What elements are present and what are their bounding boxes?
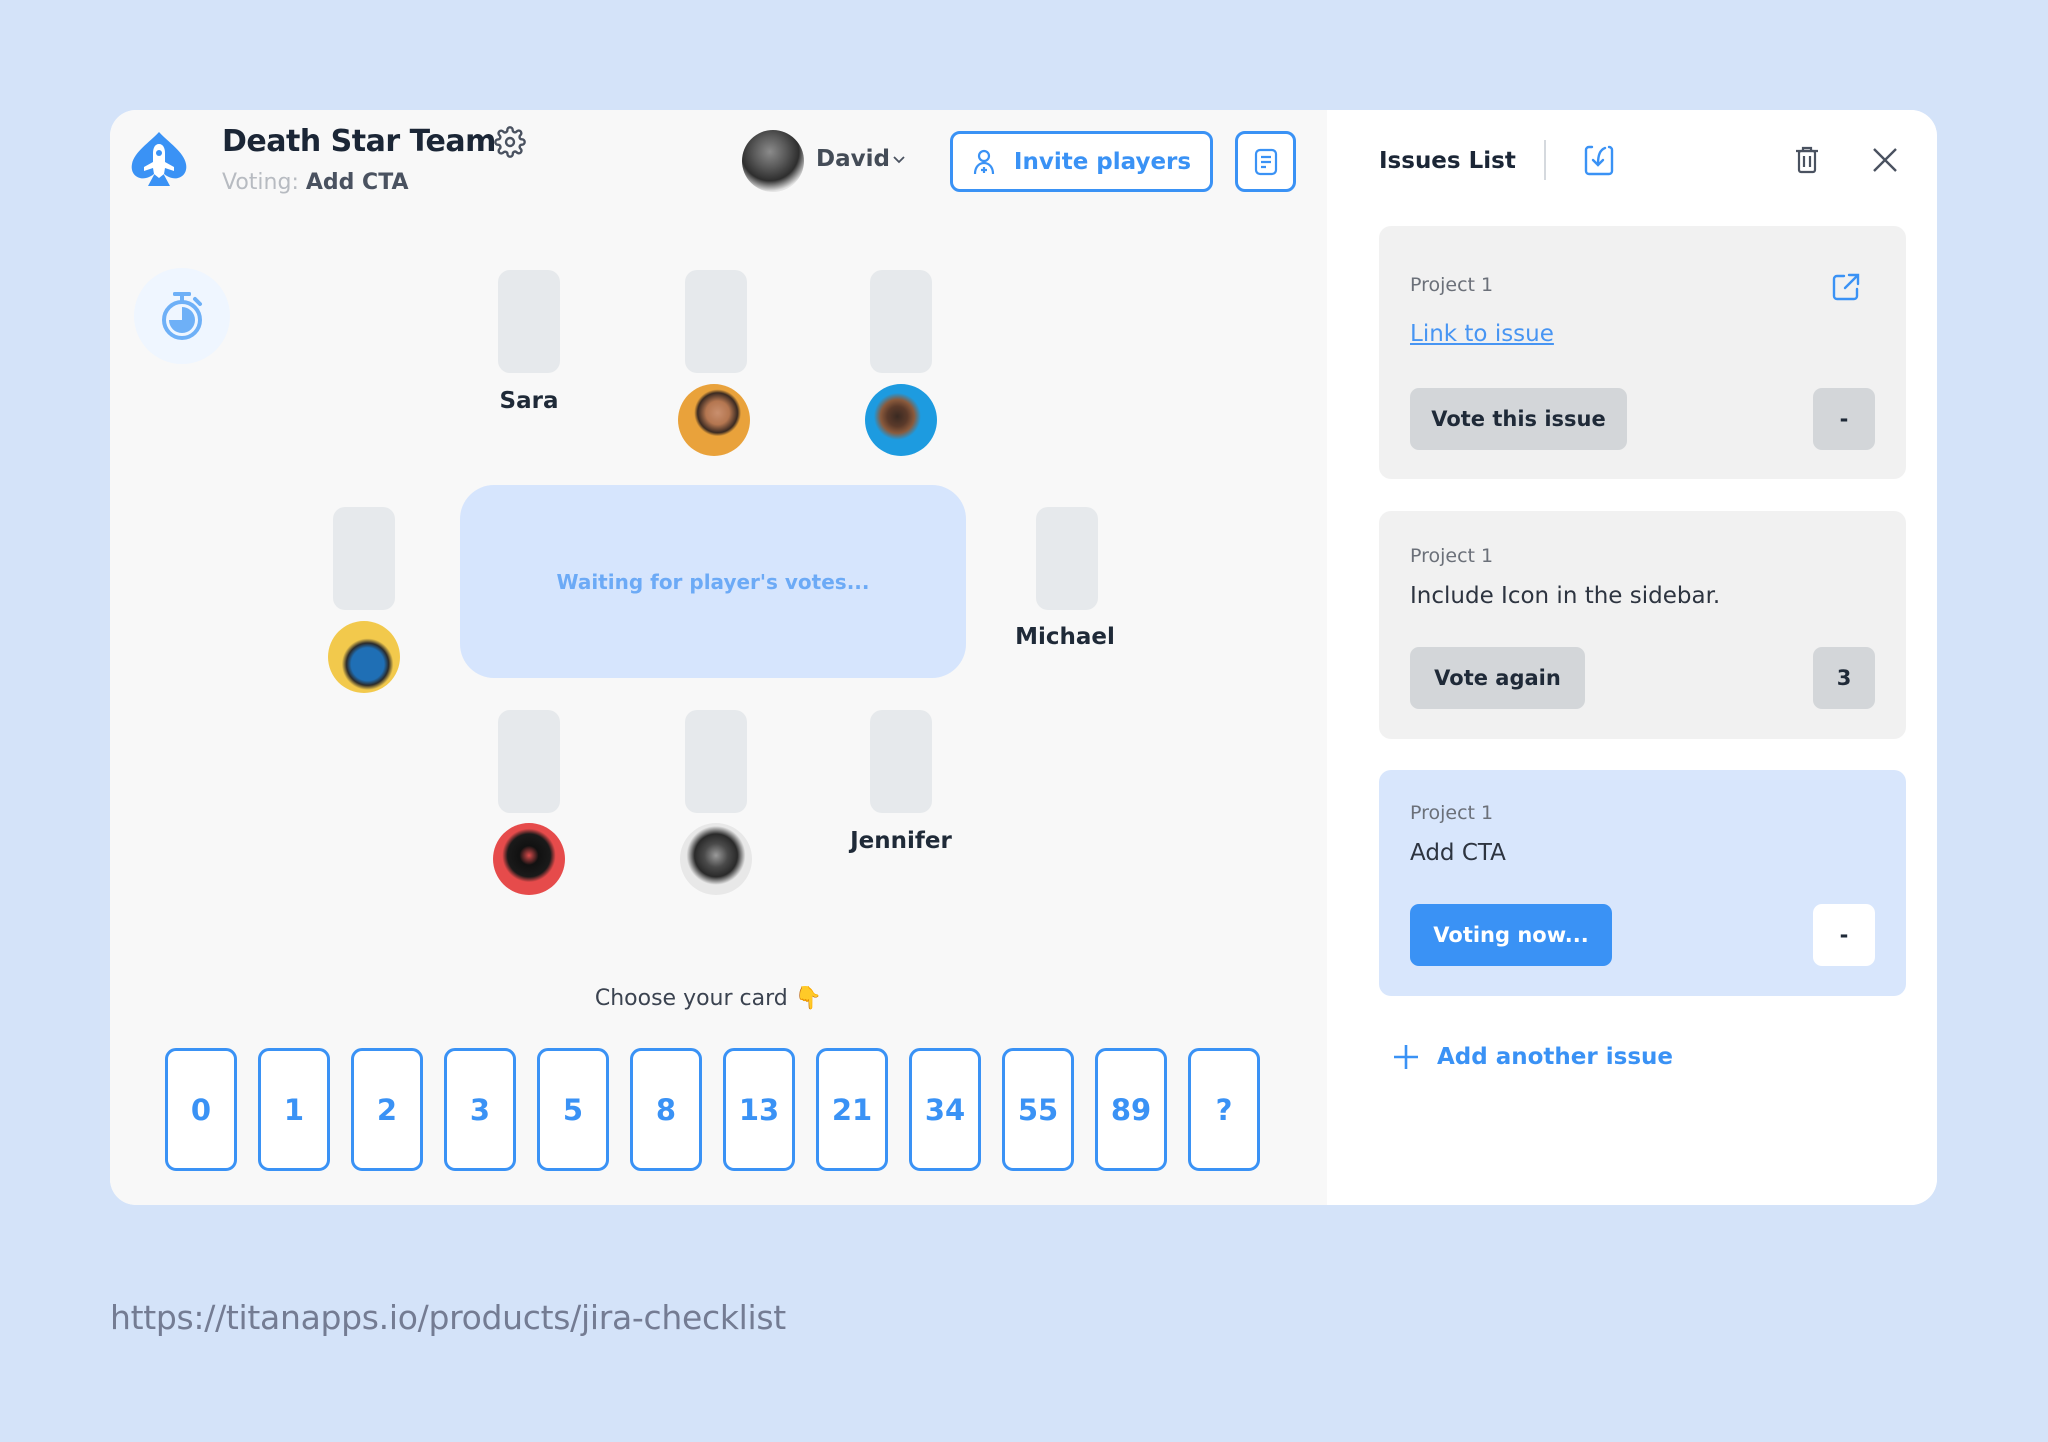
vote-card[interactable]: 21 bbox=[816, 1048, 888, 1171]
open-issue-button[interactable] bbox=[1829, 270, 1863, 304]
player-card-slot bbox=[685, 270, 747, 373]
voting-prefix: Voting: bbox=[222, 170, 299, 195]
issue-title: Add CTA bbox=[1410, 840, 1506, 866]
team-name: Death Star Team bbox=[222, 124, 496, 159]
issue-project: Project 1 bbox=[1410, 802, 1494, 824]
issue-project: Project 1 bbox=[1410, 545, 1494, 567]
issue-title: Include Icon in the sidebar. bbox=[1410, 583, 1721, 609]
chevron-down-icon[interactable] bbox=[890, 150, 908, 168]
player-card-slot bbox=[498, 270, 560, 373]
invite-players-label: Invite players bbox=[1013, 148, 1192, 175]
issue-score: - bbox=[1813, 904, 1875, 966]
header-divider bbox=[1544, 140, 1546, 180]
player-avatar bbox=[865, 384, 937, 456]
player-card-slot bbox=[870, 710, 932, 813]
close-panel-button[interactable] bbox=[1867, 142, 1903, 178]
vote-card[interactable]: 34 bbox=[909, 1048, 981, 1171]
vote-card[interactable]: 2 bbox=[351, 1048, 423, 1171]
issue-card-active: Project 1 Add CTA Voting now... - bbox=[1379, 770, 1906, 996]
player-name: Jennifer bbox=[850, 828, 952, 854]
player-card-slot bbox=[333, 507, 395, 610]
table-status: Waiting for player's votes... bbox=[556, 569, 870, 594]
issues-panel-title: Issues List bbox=[1379, 148, 1516, 174]
external-link-icon bbox=[1832, 273, 1860, 301]
timer-button[interactable] bbox=[134, 268, 230, 364]
app-logo-icon bbox=[131, 132, 187, 186]
vote-issue-button[interactable]: Vote this issue bbox=[1410, 388, 1627, 450]
voting-status: Voting: Add CTA bbox=[222, 170, 409, 195]
poker-table: Waiting for player's votes... bbox=[460, 485, 966, 678]
vote-card[interactable]: 5 bbox=[537, 1048, 609, 1171]
vote-card[interactable]: 0 bbox=[165, 1048, 237, 1171]
gear-icon[interactable] bbox=[494, 126, 526, 158]
vote-card[interactable]: 89 bbox=[1095, 1048, 1167, 1171]
source-url[interactable]: https://titanapps.io/products/jira-check… bbox=[110, 1298, 786, 1337]
add-issue-button[interactable]: Add another issue bbox=[1393, 1044, 1673, 1070]
player-card-slot bbox=[685, 710, 747, 813]
add-issue-label: Add another issue bbox=[1437, 1044, 1673, 1070]
stopwatch-icon bbox=[162, 292, 202, 340]
voting-now-button[interactable]: Voting now... bbox=[1410, 904, 1612, 966]
issues-panel: Issues List Project 1 bbox=[1327, 110, 1937, 1205]
delete-all-button[interactable] bbox=[1790, 142, 1824, 178]
player-avatar bbox=[493, 823, 565, 895]
import-icon bbox=[1584, 145, 1614, 176]
trash-icon bbox=[1796, 146, 1818, 174]
close-icon bbox=[1873, 148, 1897, 172]
vote-card[interactable]: 55 bbox=[1002, 1048, 1074, 1171]
player-avatar bbox=[680, 823, 752, 895]
add-user-icon bbox=[973, 149, 994, 174]
player-avatar bbox=[328, 621, 400, 693]
plus-icon bbox=[1394, 1045, 1418, 1069]
vote-card[interactable]: 8 bbox=[630, 1048, 702, 1171]
import-issues-button[interactable] bbox=[1579, 140, 1619, 180]
planning-poker-app: Death Star Team Voting: Add CTA David In… bbox=[110, 110, 1937, 1205]
vote-again-button[interactable]: Vote again bbox=[1410, 647, 1585, 709]
user-menu-name[interactable]: David bbox=[816, 146, 890, 172]
vote-card[interactable]: 13 bbox=[723, 1048, 795, 1171]
issue-score: - bbox=[1813, 388, 1875, 450]
document-icon bbox=[1254, 148, 1277, 175]
player-name: Sara bbox=[499, 388, 559, 414]
issue-project: Project 1 bbox=[1410, 274, 1494, 296]
issue-card: Project 1 Include Icon in the sidebar. V… bbox=[1379, 511, 1906, 739]
player-card-slot bbox=[498, 710, 560, 813]
vote-card[interactable]: ? bbox=[1188, 1048, 1260, 1171]
player-name: Michael bbox=[1015, 624, 1115, 650]
issue-score: 3 bbox=[1813, 647, 1875, 709]
player-card-slot bbox=[1036, 507, 1098, 610]
game-area: Death Star Team Voting: Add CTA David In… bbox=[110, 110, 1327, 1205]
issue-card: Project 1 Link to issue Vote this issue … bbox=[1379, 226, 1906, 479]
player-avatar bbox=[678, 384, 750, 456]
invite-players-button[interactable]: Invite players bbox=[950, 131, 1213, 192]
choose-card-prompt: Choose your card 👇 bbox=[594, 986, 823, 1011]
issues-toggle-button[interactable] bbox=[1235, 131, 1296, 192]
vote-card[interactable]: 3 bbox=[444, 1048, 516, 1171]
card-deck: 0 1 2 3 5 8 13 21 34 55 89 ? bbox=[165, 1048, 1260, 1171]
issue-link[interactable]: Link to issue bbox=[1410, 321, 1554, 347]
player-card-slot bbox=[870, 270, 932, 373]
voting-issue-name: Add CTA bbox=[305, 170, 409, 195]
vote-card[interactable]: 1 bbox=[258, 1048, 330, 1171]
user-avatar[interactable] bbox=[742, 130, 804, 192]
